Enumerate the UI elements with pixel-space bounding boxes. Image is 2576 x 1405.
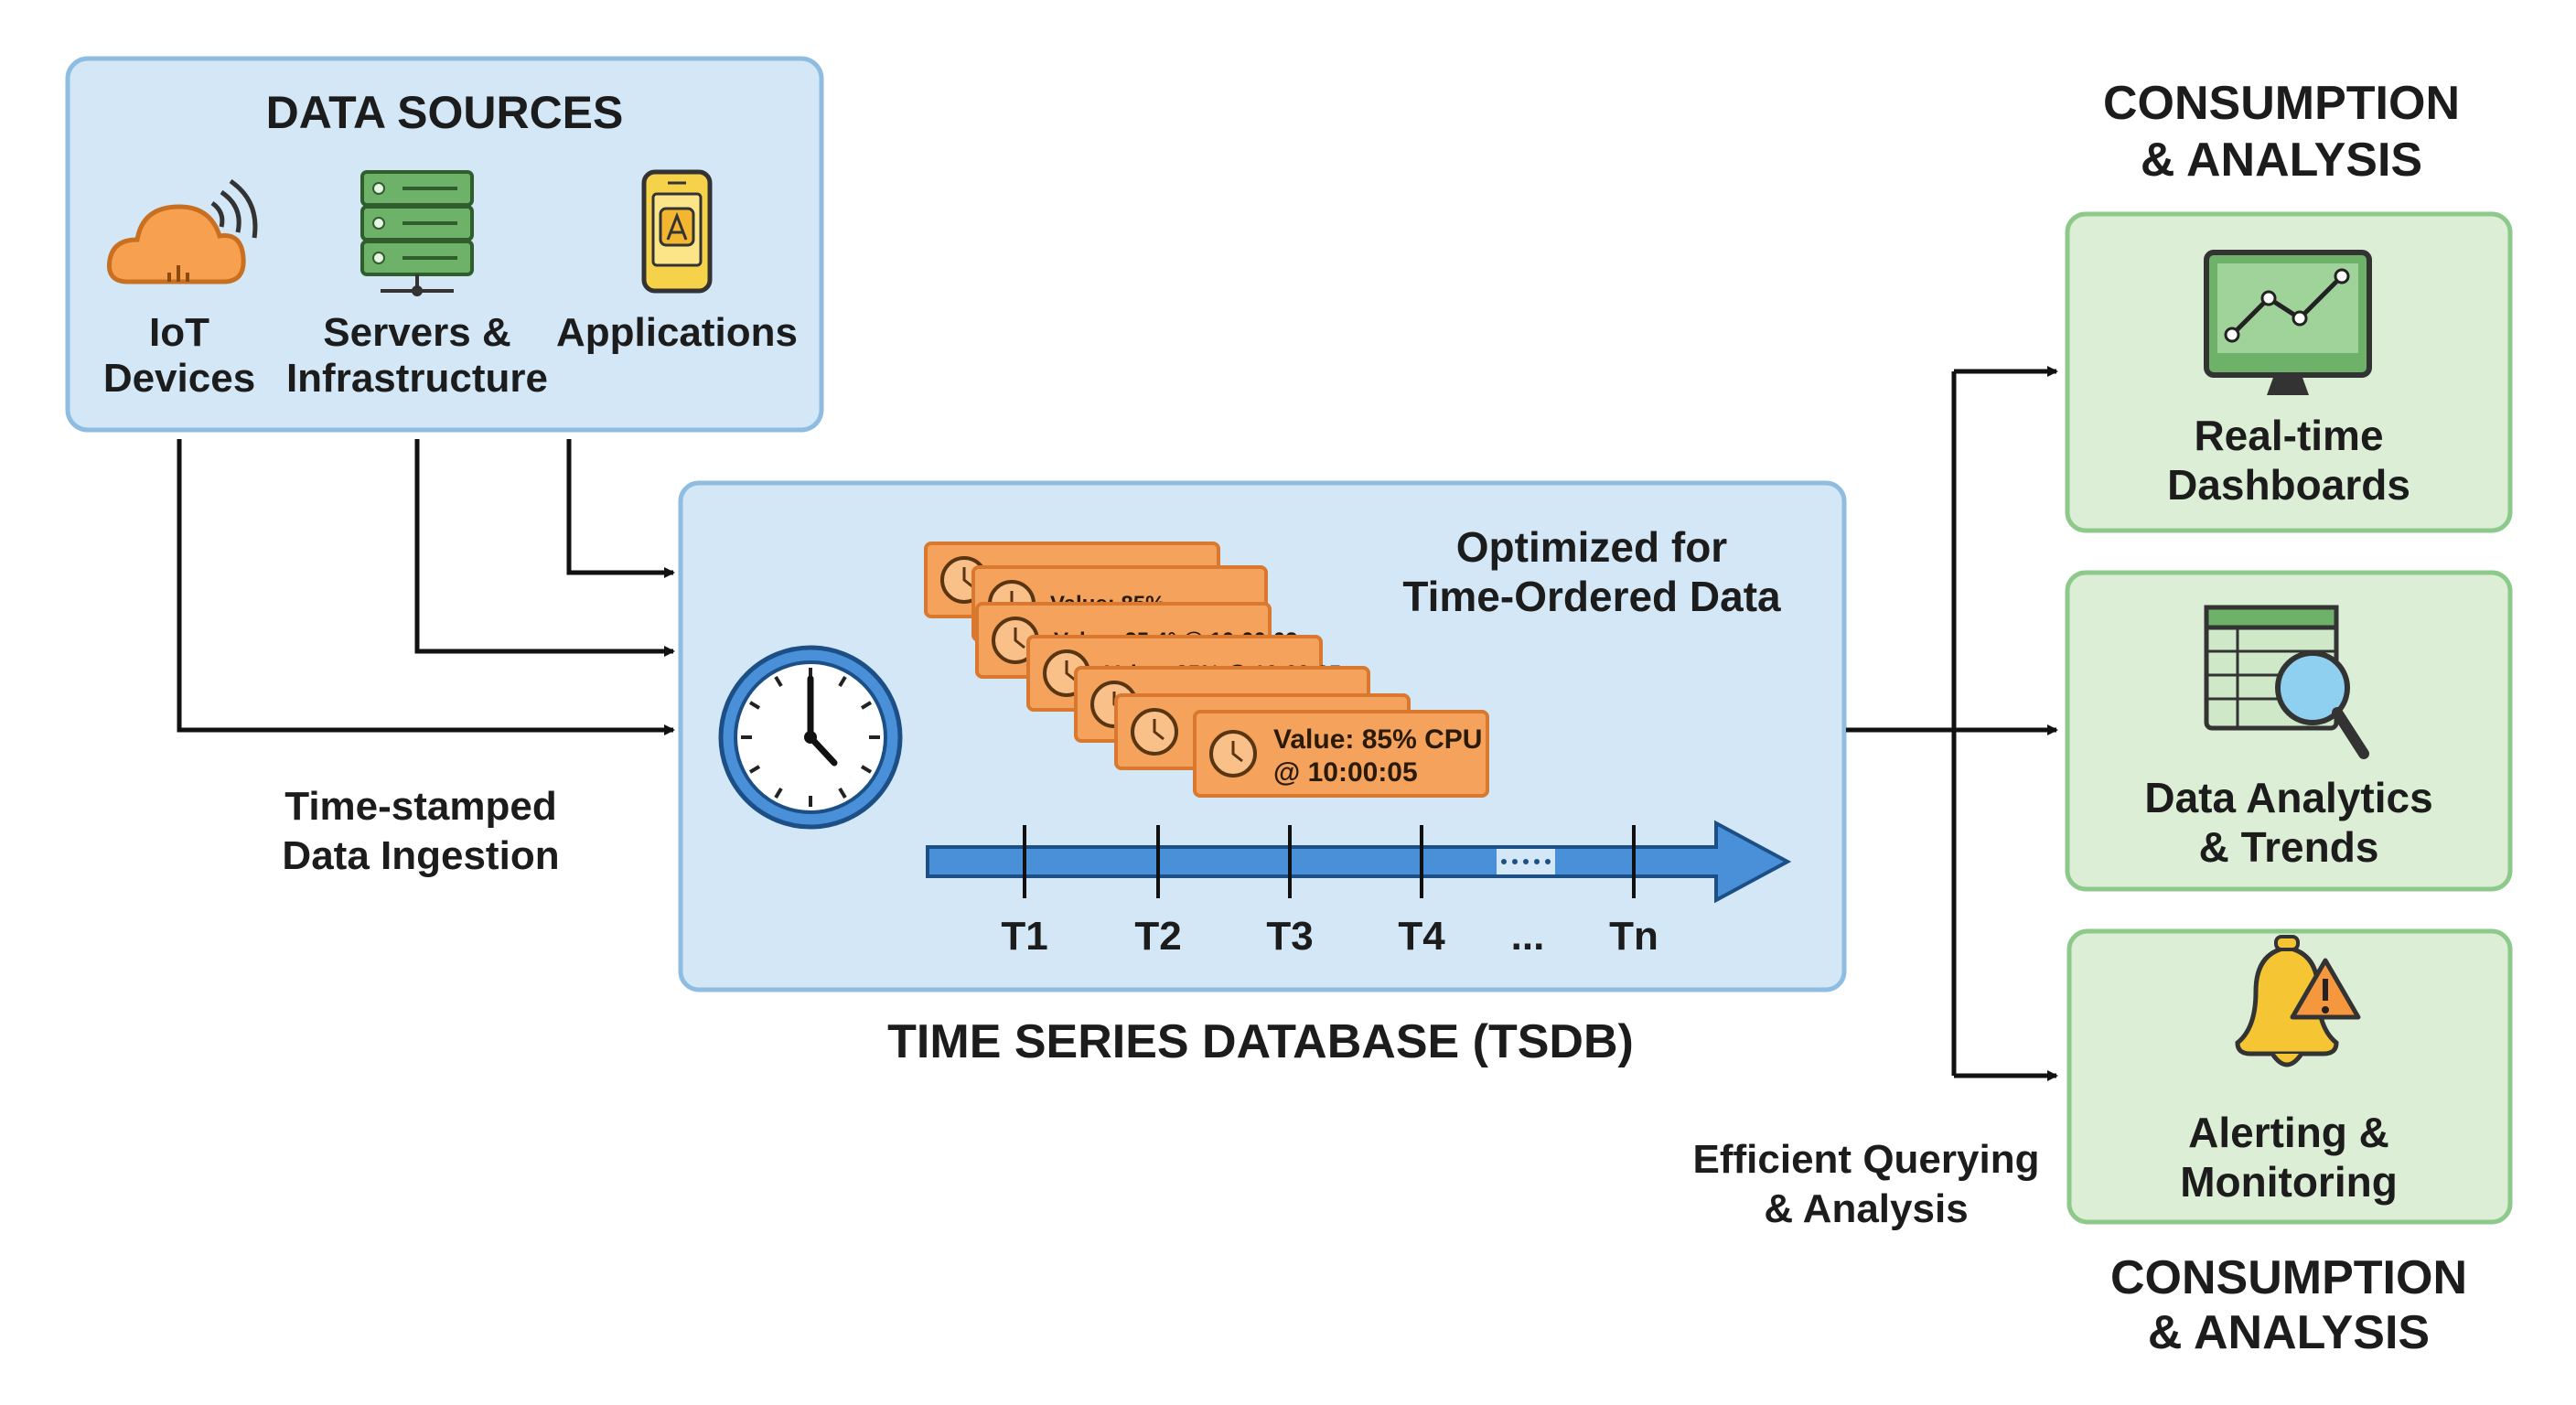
output-arrows	[1846, 366, 2058, 1081]
alerting-label-2: Monitoring	[2180, 1158, 2398, 1206]
cloud-wifi-icon	[106, 178, 258, 284]
timeline: T1 T2 T3 T4... Tn	[926, 820, 1792, 959]
dashboards-panel: Real-time Dashboards	[2065, 211, 2513, 533]
consumption-title-top: CONSUMPTION	[2103, 77, 2460, 130]
card-value: Value: 85% CPU	[1273, 724, 1482, 755]
arrow-apps-to-tsdb	[566, 439, 675, 578]
ingestion-arrows	[177, 439, 675, 735]
alerting-panel: Alerting & Monitoring	[2066, 928, 2513, 1225]
optimized-label: Optimized for	[1456, 523, 1728, 571]
timeline-label: T4	[1398, 914, 1445, 959]
card-timestamp: @ 10:00:05	[1273, 757, 1418, 788]
clock-icon	[718, 645, 903, 830]
timeline-arrow	[926, 820, 1792, 904]
timeline-label: Tn	[1609, 914, 1658, 959]
servers-infrastructure-label: Servers &	[323, 310, 510, 355]
querying-label-2: & Analysis	[1764, 1186, 1968, 1231]
timeline-label: ...	[1511, 914, 1545, 959]
tsdb-panel: Optimized for Time-Ordered Data Value: 2…	[678, 480, 1847, 992]
monitor-chart-icon	[2204, 250, 2372, 395]
bell-alert-icon	[2235, 935, 2361, 1067]
ingestion-label: Time-stamped	[284, 784, 557, 829]
iot-devices-label-2: Devices	[103, 356, 255, 401]
consumption-title-top-2: & ANALYSIS	[2141, 134, 2422, 187]
timeline-label: T2	[1134, 914, 1181, 959]
data-sources-panel: DATA SOURCES IoT Devices Servers &	[65, 56, 824, 433]
server-rack-icon	[360, 170, 474, 296]
data-sources-title: DATA SOURCES	[266, 87, 624, 138]
consumption-title-bottom-2: & ANALYSIS	[2148, 1306, 2430, 1359]
timeline-label: T3	[1266, 914, 1313, 959]
analytics-label-2: & Trends	[2199, 823, 2379, 871]
querying-label: Efficient Querying	[1693, 1137, 2040, 1182]
optimized-label-2: Time-Ordered Data	[1402, 573, 1781, 620]
smartphone-app-icon	[641, 169, 713, 294]
servers-infrastructure-label-2: Infrastructure	[286, 356, 548, 401]
analytics-label: Data Analytics	[2144, 774, 2432, 821]
applications-label: Applications	[556, 310, 798, 355]
dashboards-label-2: Dashboards	[2167, 461, 2410, 509]
timeline-label: T1	[1001, 914, 1047, 959]
analytics-panel: Data Analytics & Trends	[2065, 570, 2513, 892]
arrow-iot-to-tsdb	[177, 439, 675, 735]
ingestion-label-2: Data Ingestion	[282, 833, 559, 878]
iot-devices-label: IoT	[149, 310, 209, 355]
tsdb-label: TIME SERIES DATABASE (TSDB)	[887, 1015, 1634, 1068]
alerting-label: Alerting &	[2188, 1109, 2389, 1156]
magnifier-table-icon	[2204, 605, 2369, 759]
data-point-cards: Value: 25.4°C @ 10:00:01Value: 85%Value:…	[924, 542, 1489, 798]
consumption-title-bottom: CONSUMPTION	[2110, 1251, 2467, 1304]
dashboards-label: Real-time	[2194, 412, 2383, 459]
arrow-servers-to-tsdb	[414, 439, 675, 657]
data-point-card: Value: 85% CPU@ 10:00:05	[1193, 710, 1489, 798]
